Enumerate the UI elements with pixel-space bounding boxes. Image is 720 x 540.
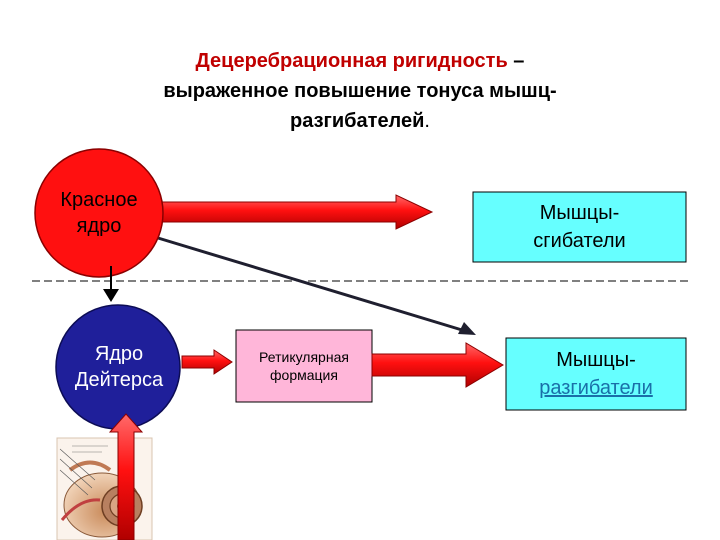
extensors-box xyxy=(505,337,687,411)
title-term: Децеребрационная ригидность xyxy=(195,50,508,72)
arrow-red-nucleus-to-flexors xyxy=(159,194,434,230)
flexors-line-1: Мышцы- xyxy=(539,202,620,224)
title-line-3: разгибателей xyxy=(290,110,425,132)
arrow-ear-to-deiters xyxy=(108,413,144,540)
red-nucleus-label: Красное ядро xyxy=(38,178,160,248)
arrow-reticular-to-extensors xyxy=(371,342,504,388)
extensors-label: Мышцы- разгибатели xyxy=(506,338,686,410)
red-nucleus-line-1: Красное xyxy=(60,189,138,211)
reticular-label: Ретикулярная формация xyxy=(236,330,372,402)
inner-ear-illustration xyxy=(56,437,153,540)
arrowhead-deiters xyxy=(103,289,119,302)
deiters-label: Ядро Дейтерса xyxy=(58,332,180,402)
reticular-line-1: Ретикулярная xyxy=(259,349,349,365)
extensors-line-2[interactable]: разгибатели xyxy=(539,377,653,399)
red-nucleus-line-2: ядро xyxy=(76,215,122,237)
deiters-line-1: Ядро xyxy=(94,343,144,365)
arrow-red-nucleus-to-extensors xyxy=(157,236,463,332)
title-period: . xyxy=(424,110,430,132)
arrow-deiters-to-reticular xyxy=(181,349,233,375)
reticular-box xyxy=(235,329,373,403)
flexors-line-2: сгибатели xyxy=(533,230,626,252)
title-dash: – xyxy=(507,50,525,72)
title-line-2: выраженное повышение тонуса мышц- xyxy=(163,80,557,102)
extensors-line-1: Мышцы- xyxy=(556,349,636,371)
flexors-label: Мышцы- сгибатели xyxy=(473,192,686,262)
flexors-box xyxy=(472,191,687,263)
red-nucleus-circle xyxy=(34,148,164,278)
slide-title: Децеребрационная ригидность – выраженное… xyxy=(80,46,640,136)
reticular-line-2: формация xyxy=(270,367,338,383)
arrowhead-extensors xyxy=(458,322,476,335)
deiters-line-2: Дейтерса xyxy=(74,369,164,391)
